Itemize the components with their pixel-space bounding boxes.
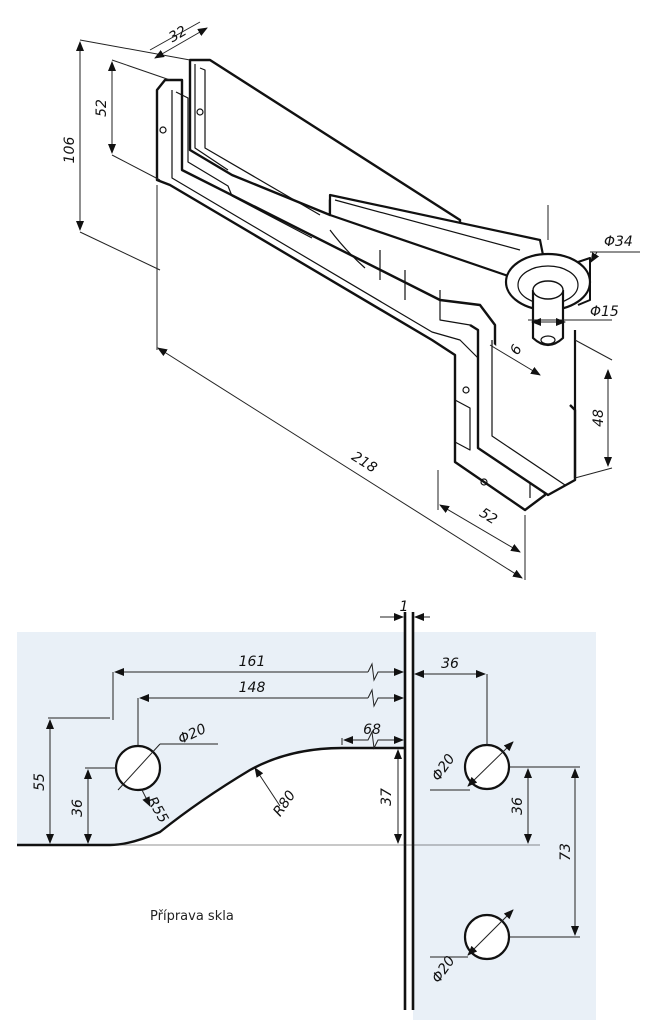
glass-cut-outline: [17, 746, 405, 847]
preparation-caption: Příprava skla: [150, 909, 234, 924]
dim-right-offset: 36: [441, 656, 459, 672]
dim-pin-diameter: Φ15: [590, 304, 619, 320]
dim-height-total: 106: [62, 137, 78, 164]
hinge-rear-plate-edge: [194, 64, 229, 171]
isometric-hinge-view: [155, 58, 592, 512]
dim-right-h36: 36: [510, 797, 526, 815]
dim-hole2-x: 148: [239, 680, 266, 696]
dim-cut-top: 68: [363, 722, 381, 738]
glass-preparation-view: [17, 612, 596, 1020]
hinge-inner-detail: [329, 229, 471, 326]
dim-hole1-x: 161: [239, 654, 266, 670]
hinge-pin-tip: [540, 335, 556, 345]
dim-thickness: 6: [507, 342, 525, 358]
dim-radius-large: R80: [270, 788, 299, 820]
dim-hub-diameter: Φ34: [604, 234, 633, 250]
isometric-dimensions: [76, 21, 640, 580]
screw-icon: [196, 108, 204, 116]
hinge-pin: [531, 290, 565, 347]
dim-gap: 1: [400, 599, 409, 615]
dim-left-h36: 36: [70, 799, 86, 817]
hinge-hub-side: [577, 257, 591, 306]
dim-length-total: 218: [349, 449, 380, 477]
dim-height-body: 52: [94, 99, 110, 117]
dim-length-lower: 52: [476, 505, 500, 528]
hinge-arm-edge: [334, 199, 521, 251]
hinge-rear-plate-inner: [199, 67, 321, 216]
hinge-front-plate-rim: [175, 91, 313, 239]
dim-width-top: 32: [166, 23, 190, 46]
glass-left-panel: [17, 632, 405, 845]
hinge-pin-top: [532, 280, 564, 300]
glass-dimensions: [46, 613, 580, 958]
dim-cut-depth: 37: [379, 788, 395, 806]
screw-icon: [159, 126, 167, 134]
glass-hole-right-bottom: [463, 913, 511, 961]
dim-arm-height: 48: [591, 409, 607, 427]
dim-right-h73: 73: [558, 843, 574, 861]
dim-left-h55: 55: [32, 773, 48, 791]
